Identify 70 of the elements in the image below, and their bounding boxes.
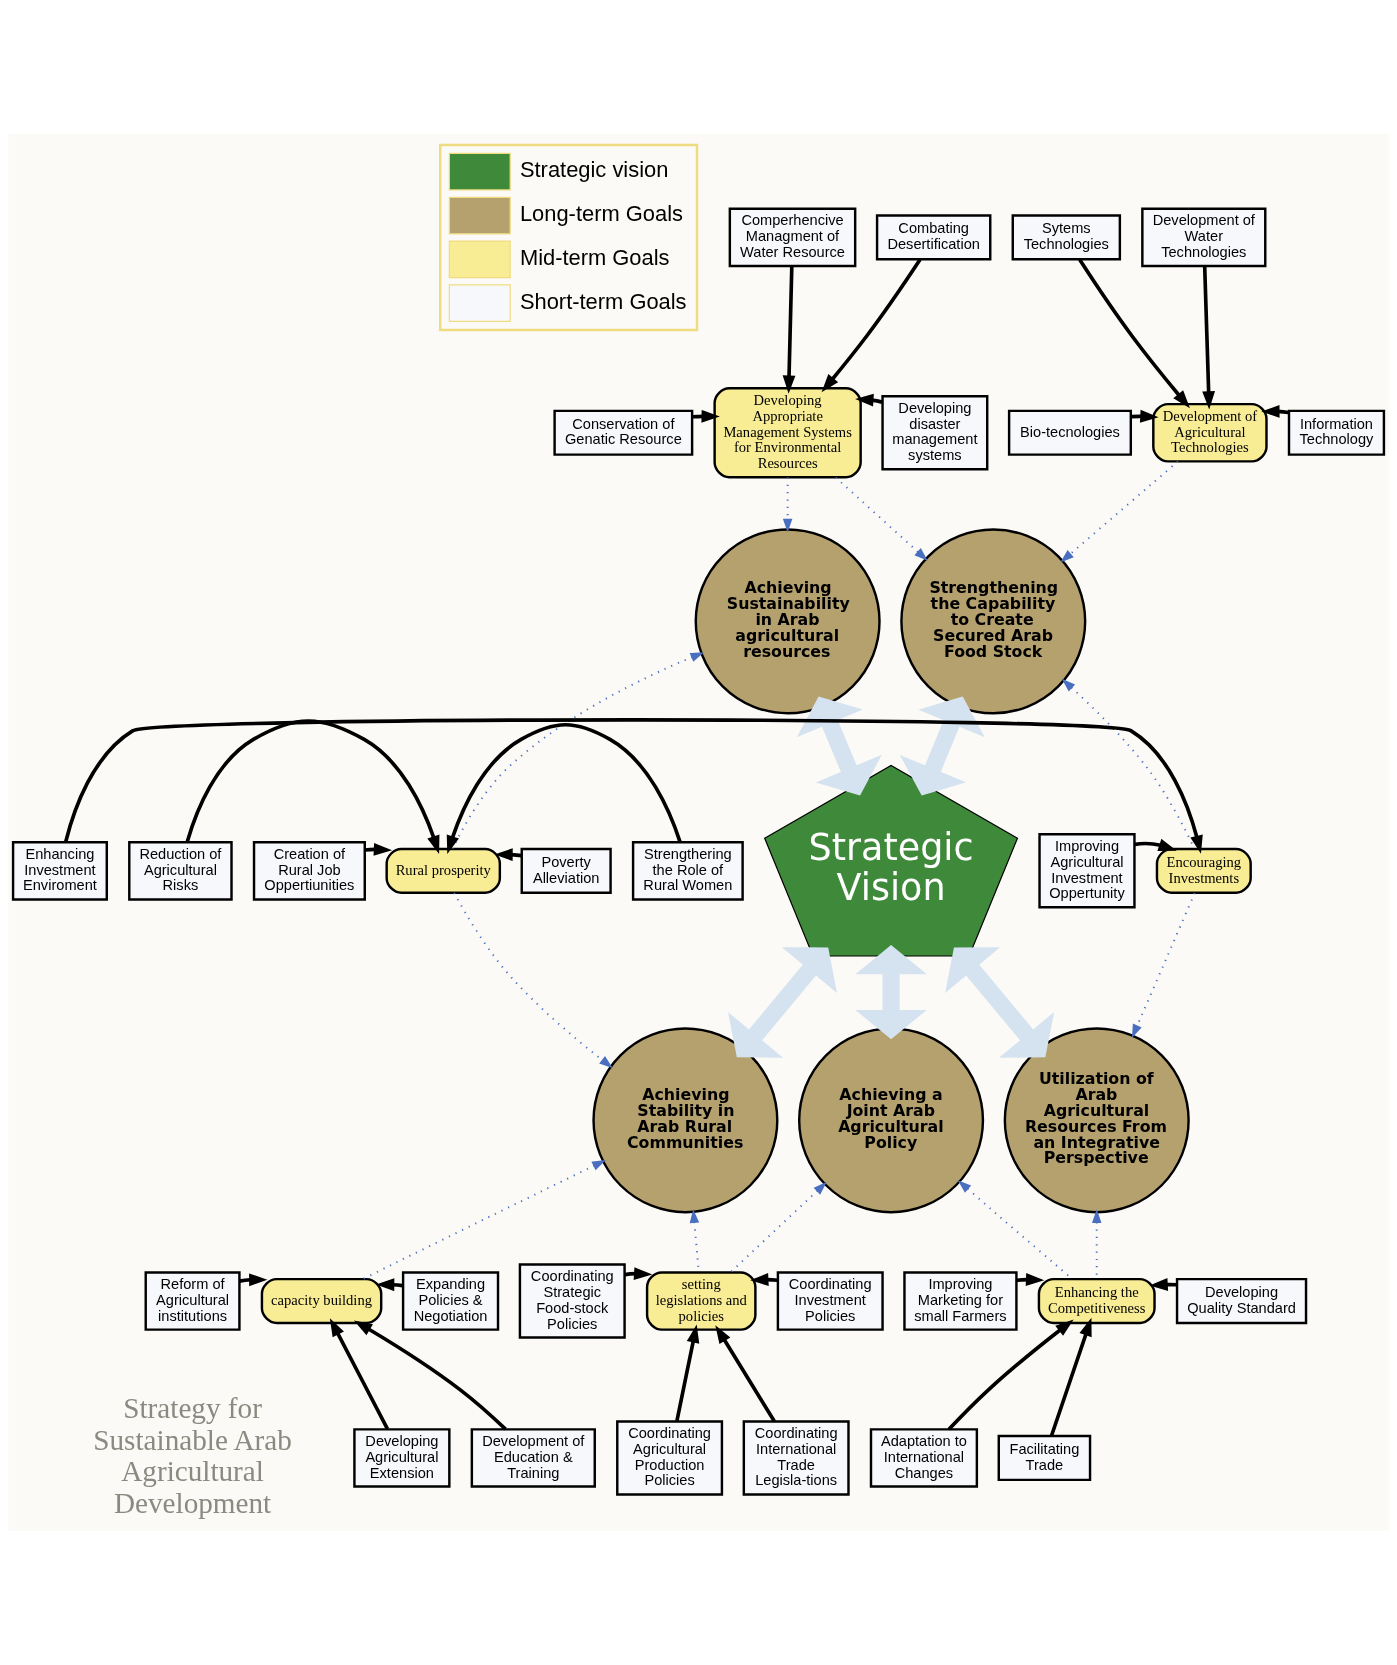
label: Strategy for Sustainable Arab Agricultural Development xyxy=(93,1392,292,1519)
node-box: setting legislations and policies xyxy=(645,1271,757,1331)
arrow xyxy=(451,652,705,850)
node-box: Developing Appropriate Management Systems for Environmental Resources xyxy=(713,387,862,479)
node-box: Enhancing the Competitiveness xyxy=(1037,1277,1156,1325)
node-box: Developing Agricultural Extension xyxy=(353,1428,451,1488)
arrow xyxy=(446,722,682,854)
arrow xyxy=(796,696,882,796)
arrow xyxy=(821,258,922,393)
node-box: Developing disaster management systems xyxy=(881,395,989,471)
node-box: Coordinating Strategic Food-stock Policies xyxy=(518,1263,626,1339)
arrow xyxy=(947,1319,1074,1431)
arrow xyxy=(1202,266,1216,410)
arrow xyxy=(727,947,838,1058)
arrow xyxy=(675,1324,700,1422)
node-box: capacity building xyxy=(260,1277,383,1325)
arrow xyxy=(750,1273,778,1286)
arrow xyxy=(329,1318,390,1430)
node-box: Expanding Policies & Negotiation xyxy=(401,1271,500,1331)
node-box: Sytems Technologies xyxy=(1011,214,1122,261)
arrow xyxy=(1061,678,1196,850)
arrow xyxy=(1131,892,1196,1039)
node-box: Reform of Agricultural institutions xyxy=(144,1271,241,1331)
node-box: Development of Education & Training xyxy=(470,1428,596,1488)
node-box: Coordinating Investment Policies xyxy=(776,1271,884,1331)
node-box: Adaptation to International Changes xyxy=(869,1428,979,1488)
node-box: Development of Water Technologies xyxy=(1141,207,1267,268)
node-box: Poverty Alleviation xyxy=(520,847,612,894)
legend-label: Mid-term Goals xyxy=(519,244,670,270)
node-box: Coordinating Agricultural Production Policies xyxy=(616,1420,724,1496)
arrow xyxy=(453,891,613,1069)
arrow xyxy=(361,1160,606,1280)
arrow xyxy=(1060,460,1179,563)
arrow xyxy=(239,1273,268,1287)
node-circle: Utilization of Arab Agricultural Resources From an Integrative Perspective xyxy=(1003,1027,1190,1214)
arrow xyxy=(899,696,985,796)
legend-label: Strategic vision xyxy=(519,157,669,183)
node-circle: Strengthening the Capability to Create Secured Arab Food Stock xyxy=(900,528,1087,715)
arrow xyxy=(855,945,927,1040)
node-box: Encouraging Investments xyxy=(1155,847,1252,894)
arrow xyxy=(729,1181,827,1274)
node-box: Bio-tecnologies xyxy=(1007,409,1132,456)
arrow xyxy=(834,476,928,561)
arrow xyxy=(1049,1317,1092,1437)
legend-label: Long-term Goals xyxy=(519,200,683,226)
node-box: Reduction of Agricultural Risks xyxy=(128,841,233,901)
arrow xyxy=(945,947,1055,1058)
node-box: Conservation of Genatic Resource xyxy=(553,409,694,456)
node-box: Strengthering the Role of Rural Women xyxy=(631,841,744,901)
node-box: Information Technology xyxy=(1287,409,1386,456)
node-box: Development of Agricultural Technologies xyxy=(1152,402,1268,463)
arrow xyxy=(1078,258,1190,409)
node-box: Rural prosperity xyxy=(385,847,502,894)
arrow xyxy=(353,1320,507,1431)
node-box: Comperhencive Managment of Water Resource xyxy=(728,207,857,268)
arrow xyxy=(1134,838,1177,851)
legend-label: Short-term Goals xyxy=(519,288,687,314)
node-box: Facilitating Trade xyxy=(997,1434,1092,1482)
arrow xyxy=(782,266,796,394)
node-box: Enhancing Investment Enviroment xyxy=(11,841,108,901)
node-box: Creation of Rural Job Oppertiunities xyxy=(252,841,366,901)
node-box: Combating Desertification xyxy=(875,214,992,261)
node-box: Coordinating International Trade Legisla-tions xyxy=(742,1420,850,1496)
node-box: Improving Agricultural Investment Oppertunity xyxy=(1038,833,1136,909)
node-box: Improving Marketing for small Farmers xyxy=(903,1271,1018,1331)
node-circle: Achieving a Joint Arab Agricultural Policy xyxy=(798,1027,985,1214)
arrow xyxy=(782,476,793,533)
node-box: Developing Quality Standard xyxy=(1175,1277,1308,1325)
node-circle: Achieving Sustainability in Arab agricultural resources xyxy=(694,528,881,715)
arrow xyxy=(715,1325,776,1423)
